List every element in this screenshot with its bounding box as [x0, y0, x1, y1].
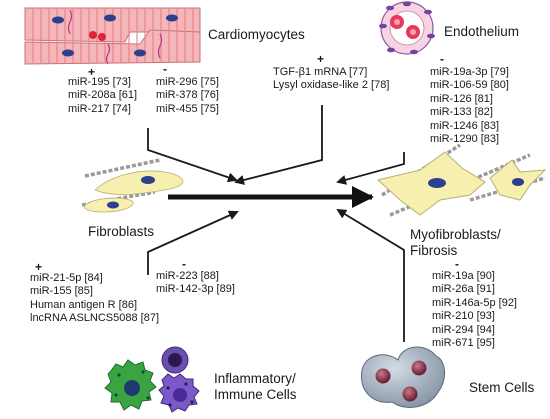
list-item: miR-19a [90] — [432, 270, 495, 282]
list-item: miR-106-59 [80] — [430, 79, 509, 92]
endothelial-cell-icon — [379, 1, 435, 55]
cardiomyocyte-icon — [24, 7, 201, 65]
list-item: miR-195 [73] — [68, 76, 131, 88]
list-immune-plus: miR-21-5p [84] miR-155 [85] Human antige… — [30, 272, 159, 326]
sign-stem-minus: - — [455, 257, 459, 271]
label-endothelium: Endothelium — [444, 24, 520, 39]
list-item: miR-133 [82] — [430, 106, 493, 119]
list-item: miR-26a [91] — [432, 283, 495, 296]
arrow-immune — [147, 210, 239, 275]
list-cardio-minus: miR-296 [75] miR-378 [76] miR-455 [75] — [156, 76, 219, 116]
list-item: miR-296 [75] — [156, 76, 219, 88]
sign-immune-plus: + — [35, 260, 43, 274]
list-item: miR-146a-5p [92] — [432, 296, 517, 309]
label-myofibroblasts: Myofibroblasts/ — [410, 227, 501, 242]
label-fibrosis: Fibrosis — [410, 243, 458, 258]
sign-immune-minus: - — [182, 257, 186, 271]
list-cardio-plus: miR-195 [73] miR-208a [61] miR-217 [74] — [68, 76, 137, 116]
list-center-plus: TGF-β1 mRNA [77] Lysyl oxidase-like 2 [7… — [273, 66, 389, 93]
list-item: miR-21-5p [84] — [30, 272, 103, 284]
list-item: miR-223 [88] — [156, 270, 219, 282]
list-item: miR-1290 [83] — [430, 133, 500, 146]
arrow-cardiomyocytes — [147, 128, 238, 183]
list-item: lncRNA ASLNCS5088 [87] — [30, 312, 160, 325]
label-stem-cells: Stem Cells — [469, 380, 535, 395]
stem-cells-icon — [360, 346, 445, 408]
label-inflammatory: Inflammatory/ — [214, 371, 296, 386]
label-immune-cells: Immune Cells — [214, 387, 297, 402]
myofibroblast-icon — [376, 143, 547, 217]
list-item: miR-455 [75] — [156, 102, 219, 115]
list-item: miR-217 [74] — [68, 102, 131, 115]
list-item: miR-142-3p [89] — [156, 283, 235, 296]
arrow-stem — [336, 208, 405, 342]
sign-cardio-minus: - — [163, 62, 167, 76]
list-endo-minus: miR-19a-3p [79] miR-106-59 [80] miR-126 … — [430, 66, 509, 146]
list-item: miR-208a [61] — [68, 89, 138, 102]
immune-cells-icon — [104, 346, 200, 413]
list-item: TGF-β1 mRNA [77] — [273, 66, 368, 78]
list-item: Lysyl oxidase-like 2 [78] — [273, 79, 390, 92]
list-item: miR-19a-3p [79] — [430, 66, 509, 78]
sign-cardio-plus: + — [88, 65, 96, 79]
list-item: miR-126 [81] — [430, 92, 493, 105]
list-item: miR-210 [93] — [432, 310, 495, 323]
list-item: Human antigen R [86] — [30, 298, 138, 311]
list-stem-minus: miR-19a [90] miR-26a [91] miR-146a-5p [9… — [432, 270, 517, 350]
label-cardiomyocytes: Cardiomyocytes — [208, 27, 305, 42]
label-fibroblasts: Fibroblasts — [88, 224, 155, 239]
sign-endo-minus: - — [440, 52, 444, 66]
sign-center-plus: + — [317, 52, 325, 66]
arrow-endothelium — [336, 152, 405, 185]
list-immune-minus: miR-223 [88] miR-142-3p [89] — [156, 270, 235, 297]
list-item: miR-155 [85] — [30, 285, 93, 298]
list-item: miR-671 [95] — [432, 337, 495, 350]
list-item: miR-1246 [83] — [430, 119, 500, 132]
arrows — [147, 105, 405, 342]
fibroblast-icon — [81, 158, 184, 213]
list-item: miR-294 [94] — [432, 323, 495, 336]
arrow-center-plus — [234, 105, 323, 185]
list-item: miR-378 [76] — [156, 89, 219, 102]
